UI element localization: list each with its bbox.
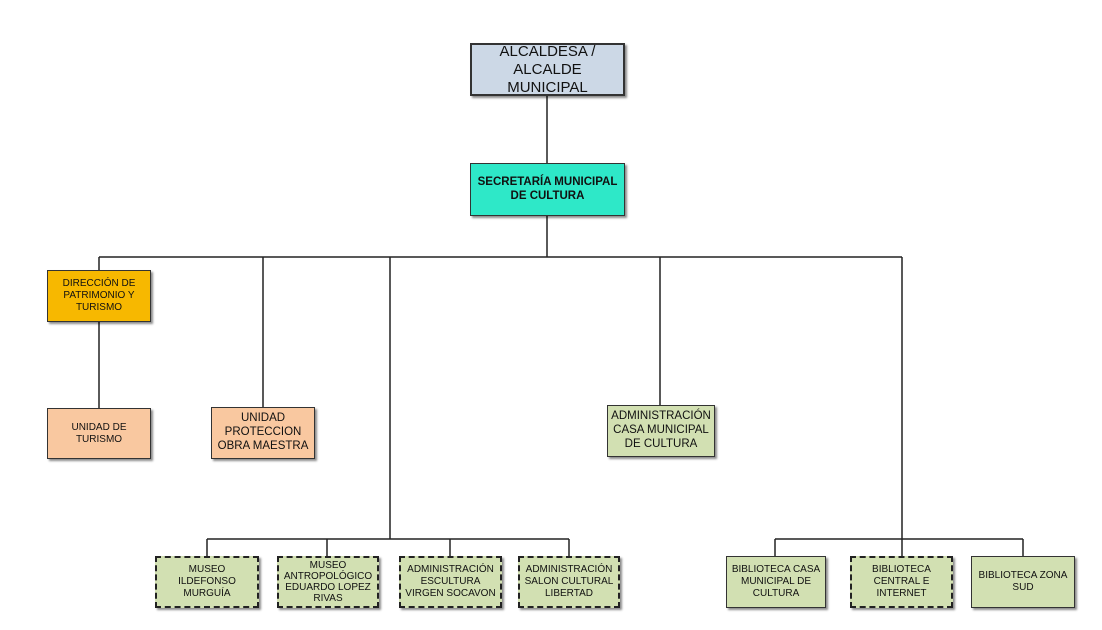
biblioteca-casa-line-1: BIBLIOTECA CASA [731,564,821,575]
secretariat-line-2: DE CULTURA [510,189,585,202]
unidad-turismo-line-2: TURISMO [75,433,123,445]
biblioteca-casa-line-2: MUNICIPAL DE [740,576,811,587]
museo-antropologico-line-3: EDUARDO LOPEZ [285,582,371,593]
mayor-line-1: ALCALDESA / [499,42,596,60]
unidad-proteccion-box: UNIDAD PROTECCION OBRA MAESTRA [211,407,315,459]
unidad-proteccion-line-3: OBRA MAESTRA [217,439,309,452]
admin-escultura-line-3: VIRGEN SOCAVON [405,588,496,599]
unidad-proteccion-line-1: UNIDAD [240,412,286,425]
museo-antropologico-line-4: RIVAS [313,593,343,604]
direccion-patrimonio-box: DIRECCIÓN DE PATRIMONIO Y TURISMO [47,270,151,322]
biblioteca-sud-line-2: SUD [1012,582,1034,593]
mayor-line-3: MUNICIPAL [507,78,588,96]
biblioteca-sud-line-1: BIBLIOTECA ZONA [978,570,1068,581]
museo-antropologico-line-1: MUSEO [309,560,347,571]
biblioteca-casa-line-3: CULTURA [752,588,800,599]
secretariat-line-1: SECRETARÍA MUNICIPAL [477,175,618,188]
museo-ildefonso-box: MUSEO ILDEFONSO MURGUÍA [155,556,259,608]
biblioteca-central-line-3: INTERNET [876,588,927,599]
secretariat-box: SECRETARÍA MUNICIPAL DE CULTURA [470,163,625,216]
biblioteca-sud-box: BIBLIOTECA ZONA SUD [971,556,1075,608]
mayor-line-2: ALCALDE [513,60,582,78]
admin-escultura-line-1: ADMINISTRACIÓN [407,564,494,575]
direccion-line-3: TURISMO [75,302,123,313]
admin-salon-line-3: LIBERTAD [545,588,593,599]
admin-salon-box: ADMINISTRACIÓN SALON CULTURAL LIBERTAD [518,556,620,608]
museo-ildefonso-line-1: MUSEO ILDEFONSO [178,564,236,587]
admin-casa-municipal-box: ADMINISTRACIÓN CASA MUNICIPAL DE CULTURA [607,405,715,457]
unidad-turismo-line-1: UNIDAD DE [71,421,127,433]
biblioteca-central-line-1: BIBLIOTECA [872,564,931,575]
unidad-turismo-box: UNIDAD DE TURISMO [47,408,151,459]
museo-antropologico-line-2: ANTROPOLÓGICO [283,571,373,582]
museo-ildefonso-line-2: MURGUÍA [183,588,231,599]
mayor-box: ALCALDESA / ALCALDE MUNICIPAL [470,43,625,96]
admin-casa-line-2: CASA MUNICIPAL [613,424,709,437]
biblioteca-central-line-2: CENTRAL E [873,576,930,587]
admin-escultura-line-2: ESCULTURA [420,576,481,587]
direccion-line-1: DIRECCIÓN DE [62,278,136,289]
direccion-line-2: PATRIMONIO Y [63,290,135,301]
admin-salon-line-1: ADMINISTRACIÓN [525,564,613,575]
biblioteca-casa-box: BIBLIOTECA CASA MUNICIPAL DE CULTURA [726,556,826,608]
museo-antropologico-box: MUSEO ANTROPOLÓGICO EDUARDO LOPEZ RIVAS [277,556,379,608]
admin-casa-line-3: DE CULTURA [624,437,698,450]
biblioteca-central-box: BIBLIOTECA CENTRAL E INTERNET [850,556,953,608]
admin-salon-line-2: SALON CULTURAL [524,576,614,587]
unidad-proteccion-line-2: PROTECCION [224,426,302,439]
admin-casa-line-1: ADMINISTRACIÓN [611,410,711,423]
admin-escultura-box: ADMINISTRACIÓN ESCULTURA VIRGEN SOCAVON [399,556,502,608]
